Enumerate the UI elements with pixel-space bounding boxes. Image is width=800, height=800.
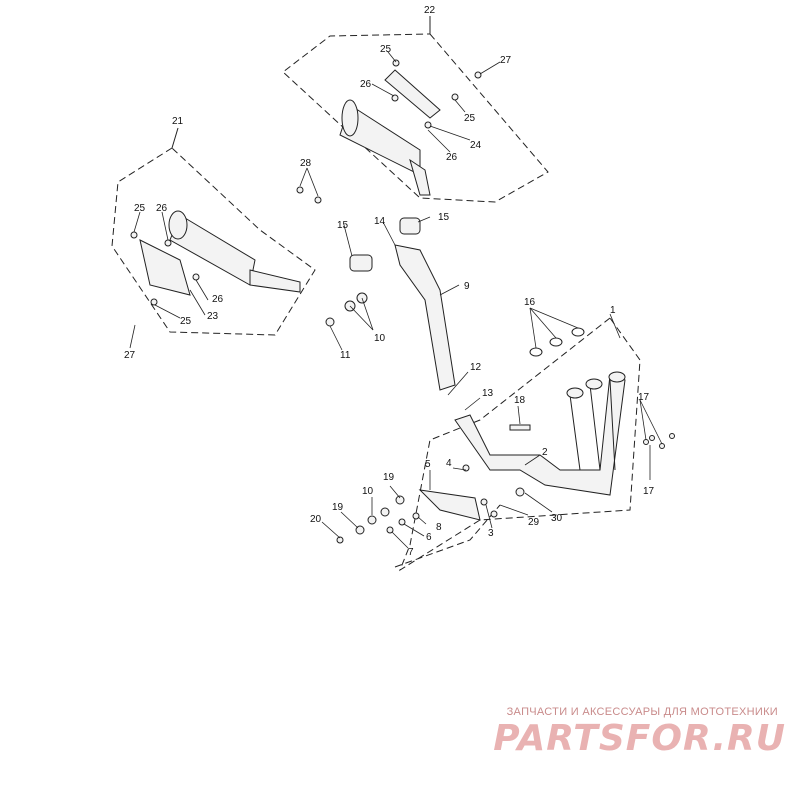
callout-26d: 26 bbox=[212, 294, 224, 305]
callout-19b: 19 bbox=[332, 502, 344, 513]
heat-shield bbox=[418, 489, 481, 521]
callout-4: 4 bbox=[446, 458, 452, 469]
callout-25c: 25 bbox=[134, 203, 146, 214]
callout-8: 8 bbox=[436, 522, 442, 533]
callout-5: 5 bbox=[425, 459, 431, 470]
callout-25d: 25 bbox=[180, 316, 192, 327]
callout-10a: 10 bbox=[374, 333, 386, 344]
callout-labels: 1 2 3 4 5 6 7 8 9 10 10 11 12 13 14 15 1… bbox=[124, 5, 655, 558]
callout-25b: 25 bbox=[464, 113, 476, 124]
callout-23: 23 bbox=[207, 311, 219, 322]
callout-20: 20 bbox=[310, 514, 322, 525]
callout-30: 30 bbox=[551, 513, 563, 524]
callout-29: 29 bbox=[528, 517, 540, 528]
callout-24: 24 bbox=[470, 140, 482, 151]
group-outline-22 bbox=[282, 33, 549, 203]
callout-26a: 26 bbox=[360, 79, 372, 90]
callout-18: 18 bbox=[514, 395, 526, 406]
gaskets bbox=[529, 327, 585, 357]
callout-19a: 19 bbox=[383, 472, 395, 483]
callout-7: 7 bbox=[408, 547, 414, 558]
callout-27a: 27 bbox=[500, 55, 512, 66]
group-outline-5 bbox=[394, 504, 501, 568]
group-outline-1 bbox=[398, 317, 641, 572]
callout-14: 14 bbox=[374, 216, 386, 227]
group-21-leader bbox=[171, 127, 179, 149]
callout-15a: 15 bbox=[337, 220, 349, 231]
callout-21: 21 bbox=[172, 116, 184, 127]
callout-15b: 15 bbox=[438, 212, 450, 223]
callout-2: 2 bbox=[542, 447, 548, 458]
callout-1: 1 bbox=[610, 305, 616, 316]
callout-6: 6 bbox=[426, 532, 432, 543]
callout-27b: 27 bbox=[124, 350, 136, 361]
upper-muffler bbox=[339, 69, 441, 196]
callout-9: 9 bbox=[464, 281, 470, 292]
callout-26b: 26 bbox=[446, 152, 458, 163]
callout-3: 3 bbox=[488, 528, 494, 539]
callout-11: 11 bbox=[340, 350, 351, 361]
callout-12: 12 bbox=[470, 362, 482, 373]
watermark-logo[interactable]: PARTSFOR.RU bbox=[493, 718, 786, 759]
callout-25a: 25 bbox=[380, 44, 392, 55]
callout-13: 13 bbox=[482, 388, 494, 399]
callout-10b: 10 bbox=[362, 486, 374, 497]
callout-26c: 26 bbox=[156, 203, 168, 214]
callout-16: 16 bbox=[524, 297, 536, 308]
callout-28: 28 bbox=[300, 158, 312, 169]
exhaust-header bbox=[454, 371, 626, 496]
callout-17a: 17 bbox=[638, 392, 650, 403]
callout-22: 22 bbox=[424, 5, 436, 16]
watermark-tagline: ЗАПЧАСТИ И АКСЕССУАРЫ ДЛЯ МОТОТЕХНИКИ bbox=[506, 706, 778, 718]
connecting-pipe bbox=[349, 217, 456, 391]
left-muffler bbox=[139, 210, 301, 296]
leader-lines bbox=[129, 51, 663, 549]
callout-17b: 17 bbox=[643, 486, 655, 497]
